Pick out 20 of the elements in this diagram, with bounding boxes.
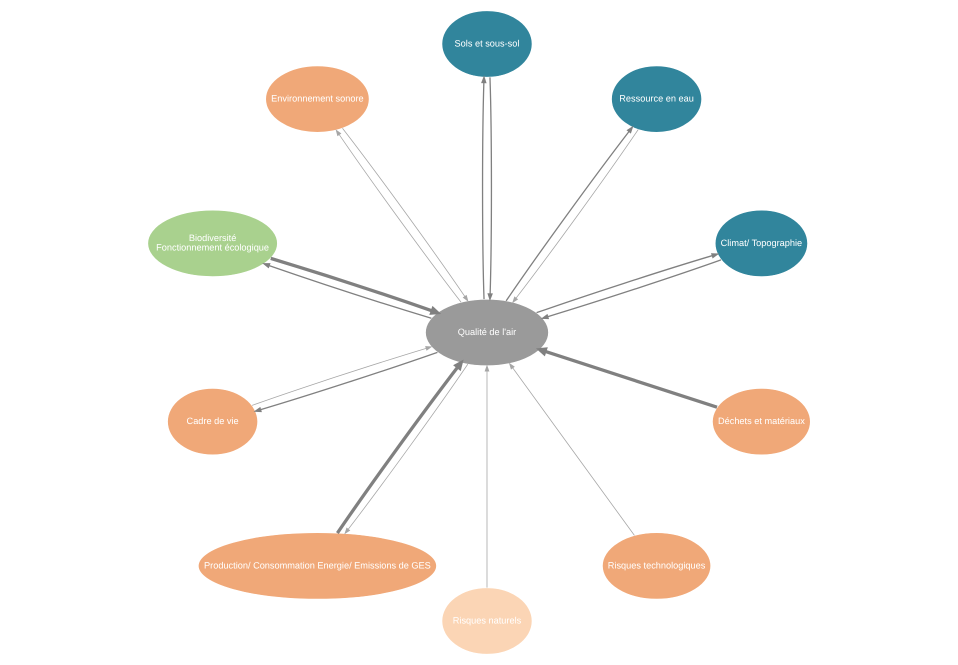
node-ellipse: Risques naturels	[442, 587, 532, 655]
arrow	[487, 77, 493, 302]
arrow	[270, 256, 442, 315]
arrow	[508, 362, 635, 536]
node-ellipse: Biodiversité Fonctionnement écologique	[147, 210, 278, 277]
arrow	[481, 75, 487, 300]
node-ellipse: Sols et sous-sol	[442, 10, 532, 78]
arrow	[536, 347, 718, 409]
arrow	[254, 352, 438, 412]
arrow	[540, 259, 722, 320]
node-ellipse: Risques technologiques	[602, 532, 712, 600]
node-ellipse: Cadre de vie	[167, 388, 258, 456]
arrow	[252, 346, 432, 406]
node-ellipse: Environnement sonore	[265, 66, 370, 133]
node-ellipse: Climat/ Topographie	[714, 210, 808, 277]
arrow	[484, 364, 490, 588]
arrow	[536, 253, 720, 314]
node-ellipse: Production/ Consommation Energie/ Emissions de GES	[198, 532, 437, 600]
node-ellipse: Déchets et matériaux	[712, 388, 811, 456]
arrow	[262, 263, 432, 319]
